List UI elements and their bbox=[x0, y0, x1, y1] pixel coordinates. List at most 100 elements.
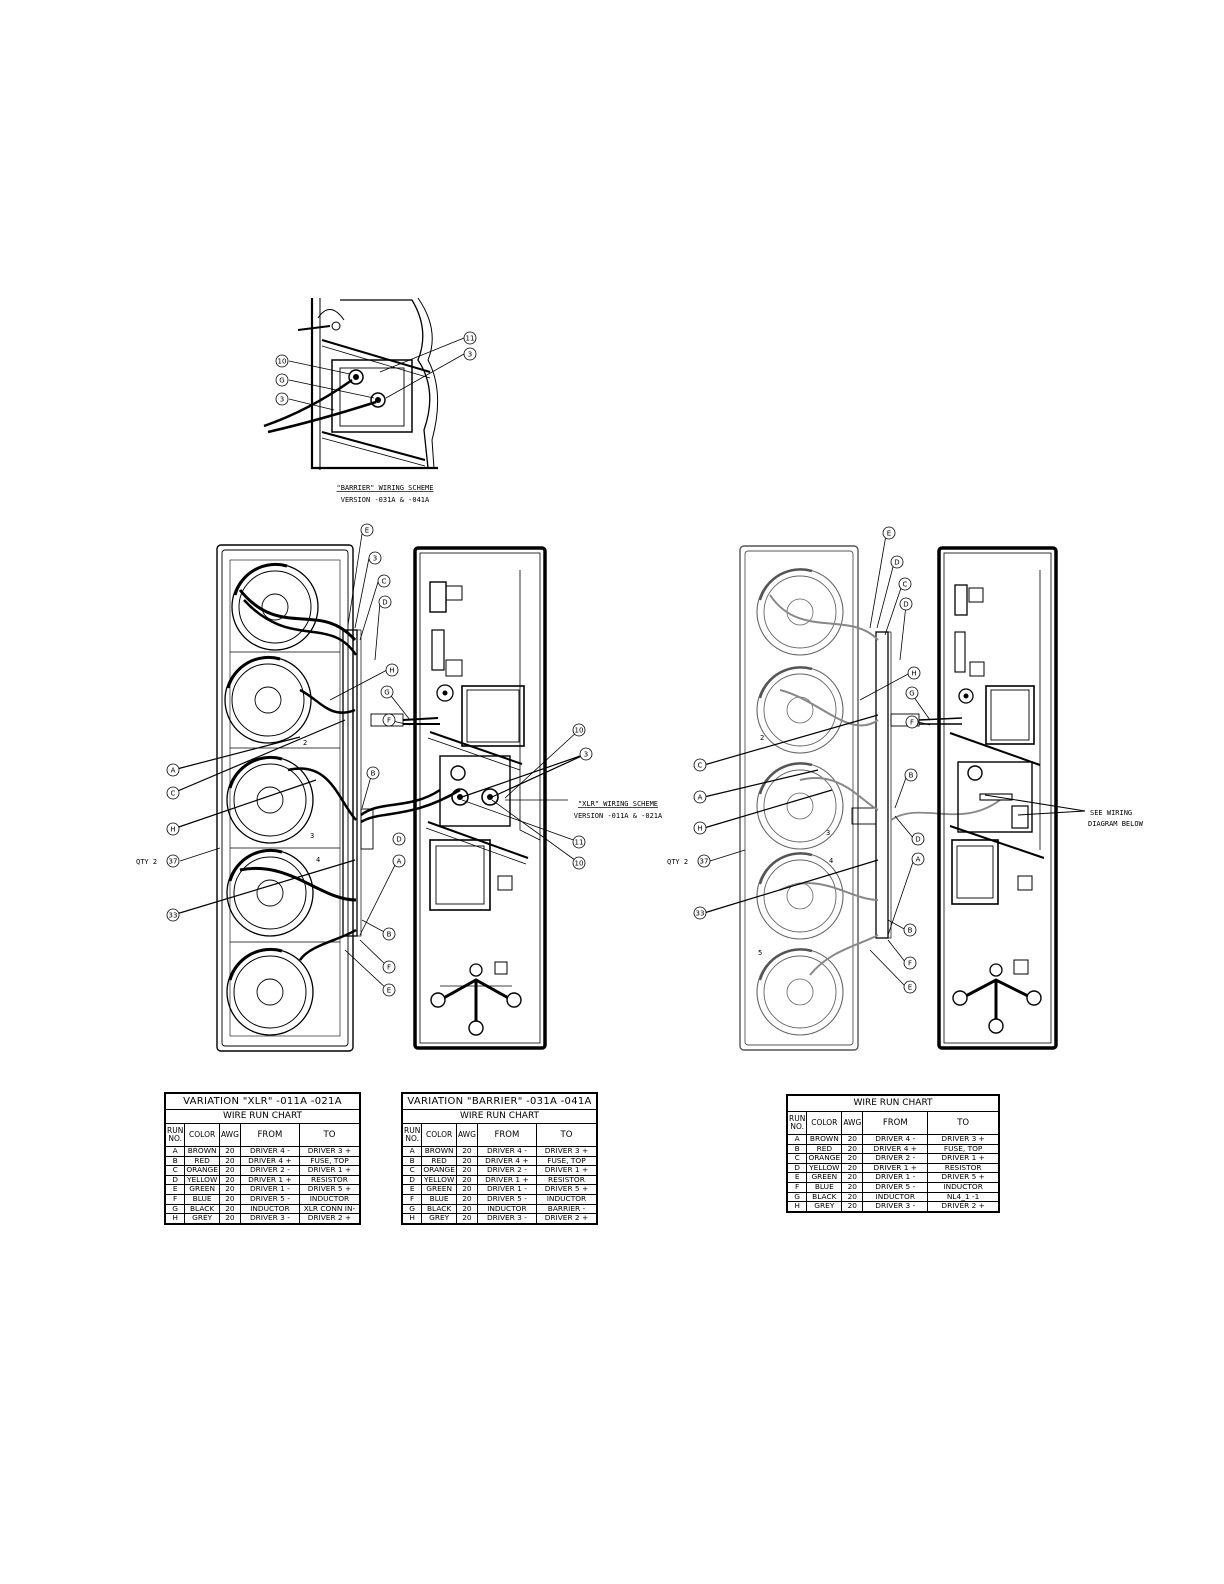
callout-d-nl4-mid: D bbox=[915, 836, 920, 844]
xlr-back-panel bbox=[402, 546, 547, 1050]
driver-num-4-right: 4 bbox=[829, 857, 833, 865]
callout-f-nl4-mid: F bbox=[910, 719, 914, 727]
driver-num-2-left: 2 bbox=[303, 739, 307, 747]
diagram-below-label: DIAGRAM BELOW bbox=[1088, 820, 1144, 828]
chart-subtitle: WIRE RUN CHART bbox=[787, 1095, 999, 1112]
callout-h-nl4-left: H bbox=[697, 825, 702, 833]
header-to: TO bbox=[535, 1123, 598, 1147]
qty-label-xlr: QTY 2 bbox=[136, 858, 157, 866]
xlr-callouts: E 3 C D H G F B D A B F E C A H QTY 2 37… bbox=[136, 523, 663, 997]
callout-c-nl4-left: C bbox=[698, 762, 703, 770]
callout-e-xlr-low: E bbox=[387, 987, 391, 995]
callout-e-xlr-top: E bbox=[365, 527, 369, 535]
chart-subtitle: WIRE RUN CHART bbox=[165, 1109, 360, 1124]
callout-3-barrier: 3 bbox=[280, 396, 284, 404]
header-awg: AWG bbox=[218, 1123, 241, 1147]
chart-subtitle: WIRE RUN CHART bbox=[402, 1109, 597, 1124]
callout-d-xlr-mid: D bbox=[396, 836, 401, 844]
callout-b-nl4-low: B bbox=[908, 927, 913, 935]
callout-d-nl4: D bbox=[903, 601, 908, 609]
callout-g-xlr: G bbox=[384, 689, 389, 697]
callout-h-xlr-left: H bbox=[170, 826, 175, 834]
callout-d-nl4-top: D bbox=[894, 559, 899, 567]
callout-c-xlr: C bbox=[382, 578, 387, 586]
wire-chart-xlr: VARIATION "XLR" -011A -021A WIRE RUN CHA… bbox=[164, 1092, 361, 1225]
callout-a-nl4-left: A bbox=[698, 794, 703, 802]
qty-label-nl4: QTY 2 bbox=[667, 858, 688, 866]
chart-title: VARIATION "BARRIER" -031A -041A bbox=[402, 1093, 597, 1110]
callout-3-xlr-top: 3 bbox=[373, 555, 377, 563]
callout-e-nl4-top: E bbox=[887, 530, 891, 538]
nl4-leaders bbox=[703, 534, 1086, 988]
driver-num-3-right: 3 bbox=[826, 829, 830, 837]
callout-3b-barrier: 3 bbox=[468, 351, 472, 359]
barrier-caption-title: "BARRIER" WIRING SCHEME bbox=[337, 484, 434, 492]
header-to: TO bbox=[927, 1111, 999, 1135]
callout-d-xlr: D bbox=[382, 599, 387, 607]
wire-chart-barrier: VARIATION "BARRIER" -031A -041A WIRE RUN… bbox=[401, 1092, 598, 1225]
callout-c-nl4: C bbox=[903, 581, 908, 589]
callout-f-xlr-low: F bbox=[387, 964, 391, 972]
header-color: COLOR bbox=[806, 1111, 843, 1135]
header-to: TO bbox=[298, 1123, 361, 1147]
driver-num-3-left: 3 bbox=[310, 832, 314, 840]
header-awg: AWG bbox=[455, 1123, 478, 1147]
driver-num-4-left: 4 bbox=[316, 856, 320, 864]
barrier-caption-version: VERSION -031A & -041A bbox=[341, 496, 430, 504]
callout-37-xlr: 37 bbox=[169, 858, 178, 866]
callout-10b-xlr: 10 bbox=[575, 860, 584, 868]
callout-33-nl4: 33 bbox=[696, 910, 705, 918]
callout-33-xlr: 33 bbox=[169, 912, 178, 920]
see-wiring-label: SEE WIRING bbox=[1090, 809, 1132, 817]
header-color: COLOR bbox=[421, 1123, 457, 1147]
callout-h-xlr: H bbox=[389, 667, 394, 675]
callout-10-xlr: 10 bbox=[575, 727, 584, 735]
callout-3-xlr-right: 3 bbox=[584, 751, 588, 759]
callout-a-xlr-right: A bbox=[397, 858, 402, 866]
callout-a-xlr-left: A bbox=[171, 767, 176, 775]
nl4-callouts: E D C D H G F B D A B F E C A H QTY 2 37… bbox=[667, 526, 1144, 994]
header-from: FROM bbox=[476, 1123, 537, 1147]
callout-e-nl4-low: E bbox=[908, 984, 912, 992]
header-from: FROM bbox=[239, 1123, 300, 1147]
callout-11-xlr: 11 bbox=[575, 839, 584, 847]
nl4-back-panel bbox=[918, 546, 1058, 1050]
callout-f-nl4-low: F bbox=[908, 960, 912, 968]
nl4-assembly: 2 3 4 5 bbox=[739, 545, 1001, 1051]
xlr-caption-title: "XLR" WIRING SCHEME bbox=[578, 800, 658, 808]
header-awg: AWG bbox=[841, 1111, 864, 1135]
callout-g-barrier: G bbox=[279, 377, 284, 385]
driver-num-2-right: 2 bbox=[760, 734, 764, 742]
header-color: COLOR bbox=[184, 1123, 220, 1147]
callout-c-xlr-left: C bbox=[171, 790, 176, 798]
callout-b-xlr-mid: B bbox=[371, 770, 376, 778]
callout-f-xlr-mid: F bbox=[387, 717, 391, 725]
callout-11-barrier: 11 bbox=[466, 335, 475, 343]
callout-10-barrier: 10 bbox=[278, 358, 287, 366]
callout-h-nl4: H bbox=[911, 670, 916, 678]
